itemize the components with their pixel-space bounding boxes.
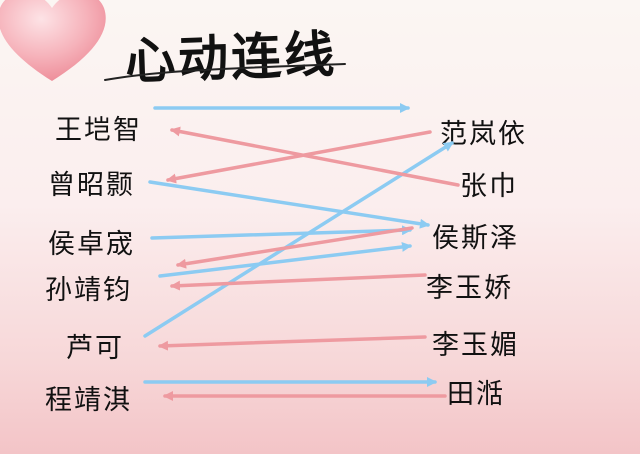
right-name-1: 范岚依 <box>440 119 527 150</box>
right-name-5: 李玉媚 <box>432 330 519 361</box>
arrow-right2-to-left1 <box>170 126 460 187</box>
left-name-5: 芦可 <box>66 333 124 364</box>
left-name-1: 王垲智 <box>55 115 142 146</box>
left-name-6: 程靖淇 <box>45 385 132 416</box>
arrow-left5-to-right1 <box>143 141 454 338</box>
right-name-6: 田湉 <box>447 379 505 410</box>
arrow-left3-to-right3 <box>150 225 412 240</box>
right-name-4: 李玉娇 <box>426 273 513 304</box>
right-name-2: 张巾 <box>460 171 518 202</box>
arrow-right1-to-left2 <box>166 130 432 184</box>
left-name-4: 孙靖钧 <box>45 275 132 306</box>
arrow-left2-to-right3 <box>148 180 430 229</box>
heart-icon <box>0 0 106 81</box>
arrow-right4-to-left4 <box>170 273 427 291</box>
right-name-3: 侯斯泽 <box>432 223 519 254</box>
arrow-right5-to-left5 <box>158 335 427 351</box>
left-name-2: 曾昭颢 <box>48 170 135 201</box>
arrow-right3-to-left4-upper <box>176 226 414 269</box>
arrow-left4-to-right3 <box>158 241 412 278</box>
title-underline-stroke <box>104 63 346 81</box>
left-name-3: 侯卓宬 <box>48 229 135 260</box>
